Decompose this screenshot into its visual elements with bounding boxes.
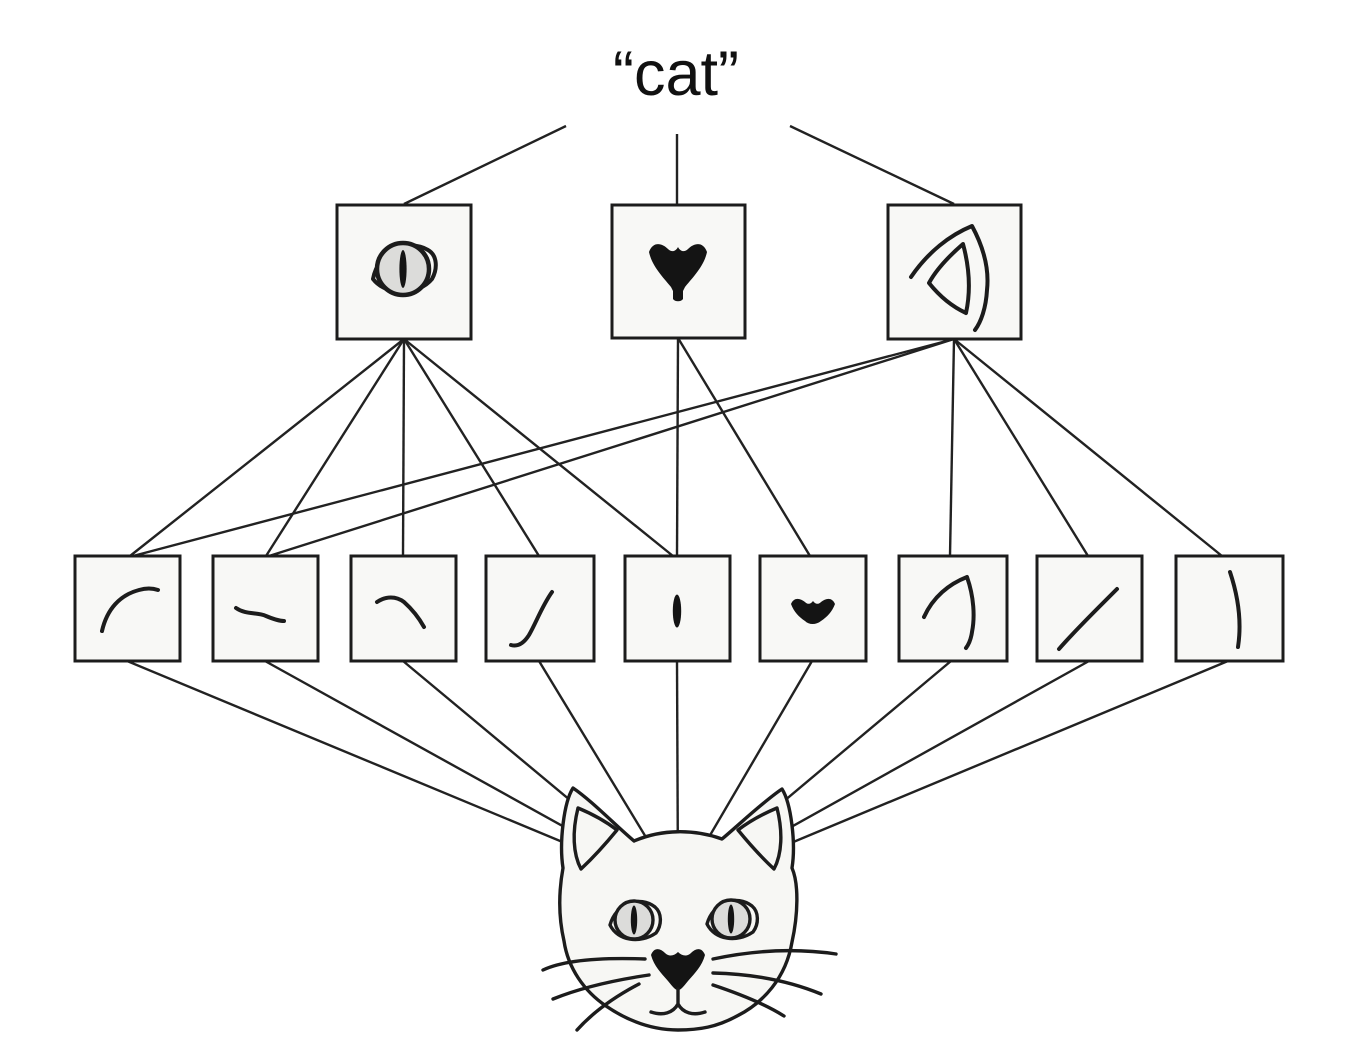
cat-right-eye [705, 898, 760, 941]
edge-nose-f5 [675, 337, 680, 557]
bowed-vertical-line-icon [1228, 570, 1242, 649]
cat-nose [651, 949, 705, 990]
edge-ear-f1 [132, 337, 955, 558]
feature-node-2-box [211, 554, 320, 663]
curve-falling-arc-icon [375, 595, 426, 629]
small-nose-blob-icon [791, 598, 835, 624]
feature-node-1-box [73, 554, 182, 663]
feature-nodes [73, 554, 1285, 663]
part-nodes [335, 203, 1023, 341]
cat-ear-icon [909, 224, 990, 332]
feature-node-1 [73, 554, 182, 663]
edge-ear-f8 [952, 338, 1090, 557]
feature-node-5 [623, 554, 732, 663]
part-node-eye [335, 203, 473, 341]
feature-node-4-box [484, 554, 596, 663]
edge-ear-f2 [268, 337, 955, 558]
feature-node-7-box [897, 554, 1009, 663]
steep-rising-j-curve-icon [509, 590, 554, 648]
cat-head-outline [558, 786, 799, 1032]
concept-label-cat: “cat” [613, 39, 739, 109]
edge-ear-f9 [953, 338, 1223, 557]
edge-label-eye [403, 124, 567, 206]
ear-edge-angle-icon [922, 575, 976, 650]
edge-label-ear [789, 124, 955, 206]
vertical-slit-pupil-icon [672, 594, 682, 628]
cat-whiskers-left [541, 956, 651, 1032]
feature-node-9 [1174, 554, 1285, 663]
parts-to-features-edges [129, 337, 1223, 558]
edge-eye-f1 [129, 338, 405, 557]
feature-node-6 [758, 554, 868, 663]
feature-node-8 [1035, 554, 1144, 663]
feature-node-4 [484, 554, 596, 663]
edge-eye-f2 [264, 338, 406, 557]
rising-diagonal-line-icon [1057, 587, 1119, 651]
feature-node-7 [897, 554, 1009, 663]
cat-face-drawing [541, 786, 838, 1032]
cat-left-eye [608, 899, 663, 942]
cat-nose-icon [649, 244, 707, 302]
label-to-parts-edges [403, 124, 955, 206]
part-node-nose [610, 203, 747, 340]
edge-nose-f6 [676, 337, 812, 557]
feature-node-2 [211, 554, 320, 663]
cat-mouth [649, 987, 707, 1016]
cat-right-inner-ear [736, 806, 783, 871]
part-node-ear-box [886, 203, 1023, 341]
curve-rising-arc-icon [100, 586, 160, 633]
edge-eye-f4 [402, 338, 541, 557]
feature-node-3-box [349, 554, 458, 663]
part-node-ear [886, 203, 1023, 341]
cat-whiskers-right [711, 948, 838, 1018]
edge-ear-f7 [948, 338, 956, 557]
feature-node-3 [349, 554, 458, 663]
edge-eye-f3 [401, 338, 406, 557]
cat-eye-icon [371, 240, 438, 298]
cat-left-inner-ear [572, 806, 619, 871]
feature-node-8-box [1035, 554, 1144, 663]
edge-eye-f5 [403, 338, 674, 557]
gentle-s-curve-icon [234, 606, 286, 623]
